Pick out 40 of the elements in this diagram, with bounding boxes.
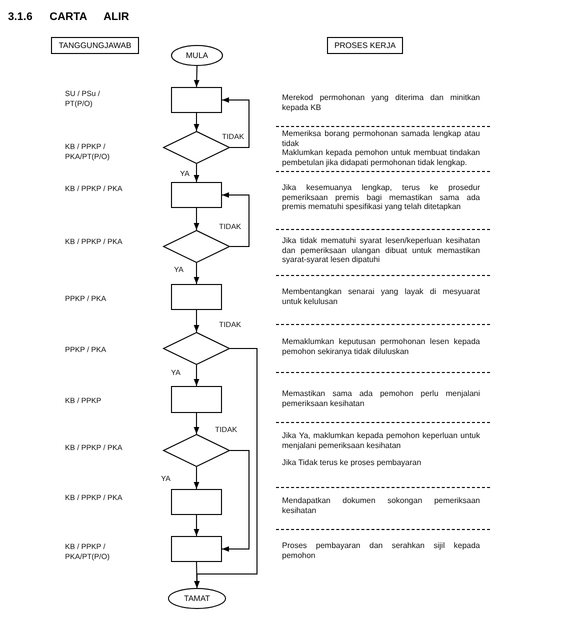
process-description: Jika Ya, maklumkan kepada pemohon keperluan untuk menjalani pemeriksaan kesihatan	[282, 431, 480, 450]
arrow	[222, 97, 250, 148]
process-description: Proses pembayaran dan serahkan sijil kepada pemohon	[282, 541, 480, 560]
arrow	[194, 164, 200, 182]
process-description: Maklumkan kepada pemohon untuk membuat tindakan pembetulan jika didapati permohonan tidak lengkap.	[282, 148, 480, 167]
process-description: Jika tidak mematuhi syarat lesen/keperluan kesihatan dan pemeriksaan ulangan dibuat untuk memastikan syarat-syarat lesen dipatuhi	[282, 236, 480, 264]
arrow	[194, 562, 200, 588]
process-description: Mendapatkan dokumen sokongan pemeriksaan kesihatan	[282, 496, 480, 515]
decision-diamond	[163, 332, 230, 365]
arrow	[194, 208, 200, 230]
arrow	[222, 450, 250, 552]
process-description: Memaklumkan keputusan permohonan lesen kepada pemohon sekiranya tidak diluluskan	[282, 337, 480, 356]
process-description: Membentangkan senarai yang layak di mesyuarat untuk kelulusan	[282, 287, 480, 306]
process-description: Memeriksa borang permohonan samada lengkap atau tidak	[282, 129, 480, 148]
arrow	[194, 364, 200, 386]
arrow	[194, 310, 200, 332]
process-description: Jika Tidak terus ke proses pembayaran	[282, 458, 422, 468]
process-box	[171, 489, 222, 515]
terminal-ellipse: TAMAT	[168, 588, 226, 609]
process-description: Memastikan sama ada pemohon perlu menjalani pemeriksaan kesihatan	[282, 389, 480, 408]
arrow	[194, 112, 200, 132]
process-box	[171, 536, 222, 562]
process-description: Jika kesemuanya lengkap, terus ke prosedur pemeriksaan premis bagi memastikan sama ada premis mematuhi spesifikasi yang telah ditetapkan	[282, 183, 480, 212]
terminal-ellipse: MULA	[171, 45, 223, 66]
title: 3.1.6 CARTA ALIR	[8, 11, 130, 23]
arrow	[222, 192, 250, 247]
process-box	[171, 284, 222, 310]
process-description: Merekod permohonan yang diterima dan minitkan kepada KB	[282, 93, 480, 112]
decision-diamond	[163, 230, 230, 263]
column-header: PROSES KERJA	[327, 37, 403, 54]
arrow	[194, 514, 200, 536]
arrow	[194, 262, 200, 284]
decision-diamond	[163, 434, 230, 467]
arrow	[194, 412, 200, 434]
arrow	[194, 466, 200, 490]
process-box	[171, 386, 222, 413]
process-box	[171, 182, 222, 208]
column-header: TANGGUNGJAWAB	[51, 37, 139, 54]
arrow	[194, 66, 200, 88]
process-box	[171, 87, 222, 113]
